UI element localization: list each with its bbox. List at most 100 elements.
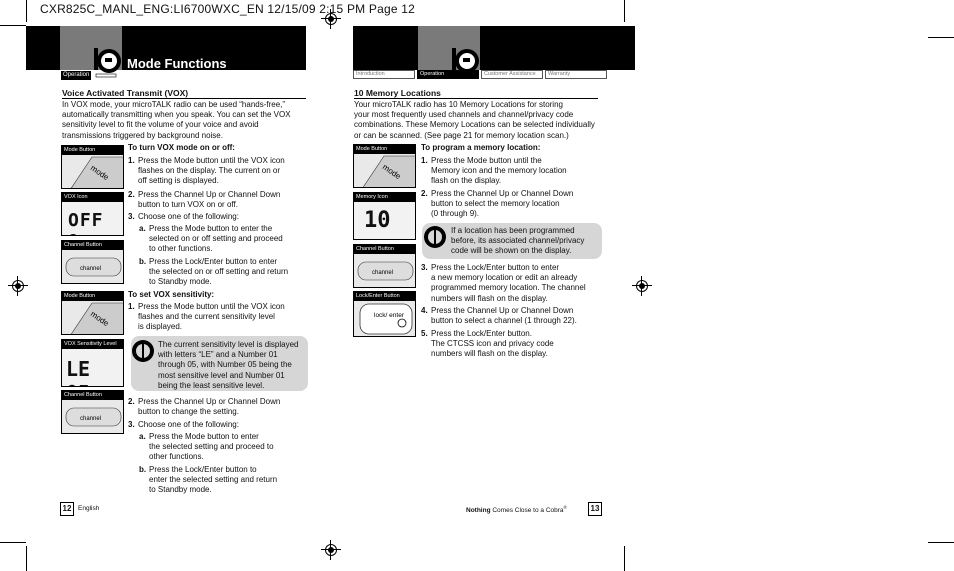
mode-button-icon: mode xyxy=(362,155,415,187)
radio-lock-enter-image: lock/ enter xyxy=(354,301,415,336)
step-number: a. xyxy=(139,432,146,441)
step-line: Press the Mode button until the xyxy=(431,156,542,165)
thumb-mode-button: Mode Button mode xyxy=(61,145,124,189)
svg-text:channel: channel xyxy=(80,266,101,272)
step-line: Press the Lock/Enter button to enter xyxy=(431,263,560,272)
section-tab-label: Operation xyxy=(61,71,92,80)
memory-intro-line: combinations. These Memory Locations can… xyxy=(354,120,595,130)
step-number: 5. xyxy=(421,329,428,338)
thumb-vox-icon: VOX Icon OFF 9 xyxy=(61,192,124,236)
step-line: Press the Channel Up or Channel Down xyxy=(138,190,281,199)
crop-mark xyxy=(26,0,27,22)
svg-text:channel: channel xyxy=(372,270,393,276)
step-line: Memory icon and the memory location xyxy=(431,166,567,176)
step-number: 1. xyxy=(421,156,428,165)
step-item: 1. Press the Mode button until the VOX i… xyxy=(128,156,313,188)
registration-target-icon xyxy=(632,276,652,296)
footer-language: English xyxy=(78,505,100,512)
step-line: flash on the display. xyxy=(431,176,502,186)
lcd-text: LE 05 xyxy=(66,357,91,386)
thumb-label: VOX Sensitivity Level xyxy=(62,340,123,349)
thumb-label: Mode Button xyxy=(62,292,123,301)
radio-channel-button-image: channel xyxy=(62,250,123,283)
step-number: 3. xyxy=(128,420,135,429)
page-number-left: 12 xyxy=(60,502,74,516)
thumb-label: Mode Button xyxy=(354,145,415,154)
step-line: the selected setting and proceed to xyxy=(149,442,274,452)
lcd-memory-display: 10 xyxy=(354,202,415,239)
channel-button-icon: channel xyxy=(65,257,122,277)
memory-intro-line: your most frequently used channels and c… xyxy=(354,110,574,120)
step-item: 1. Press the Mode button until the VOX i… xyxy=(128,302,313,334)
note-line: If a location has been programmed xyxy=(451,226,575,235)
radio-mode-button-image: mode xyxy=(62,155,123,188)
crop-mark xyxy=(0,542,26,543)
registration-target-icon xyxy=(321,540,341,560)
channel-button-icon: channel xyxy=(357,261,414,281)
crop-mark xyxy=(624,546,625,571)
thumb-label: Mode Button xyxy=(62,146,123,155)
vox-section-title: Voice Activated Transmit (VOX) xyxy=(62,88,189,98)
thumb-channel-button: Channel Button channel xyxy=(353,244,416,288)
memory-intro-line: Your microTALK radio has 10 Memory Locat… xyxy=(354,100,563,109)
turn-vox-heading: To turn VOX mode on or off: xyxy=(128,143,235,152)
note-line: through 05, with Number 05 being the xyxy=(158,360,292,370)
step-line: a new memory location or edit an already xyxy=(431,273,578,283)
footer-tagline-mark: ® xyxy=(563,505,567,510)
step-line: the selected on or off setting and retur… xyxy=(149,267,289,277)
lcd-text: 10 xyxy=(364,208,391,233)
crop-mark xyxy=(624,0,625,22)
mode-button-icon: mode xyxy=(70,156,123,188)
radio-mode-button-image: mode xyxy=(354,154,415,187)
step-number: b. xyxy=(139,465,147,474)
memory-section-title: 10 Memory Locations xyxy=(354,88,441,98)
page-number-right: 13 xyxy=(588,502,602,516)
registration-target-icon xyxy=(321,9,341,29)
step-number: 3. xyxy=(128,212,135,221)
lcd-sensitivity-display: LE 05 xyxy=(62,349,123,386)
step-line: Press the Lock/Enter button. xyxy=(431,329,532,338)
step-line: Press the Mode button until the VOX icon xyxy=(138,302,285,311)
thumb-channel-button: Channel Button channel xyxy=(61,390,124,434)
nav-warranty: Warranty xyxy=(545,70,607,79)
radio-channel-button-image: channel xyxy=(354,254,415,287)
step-number: 2. xyxy=(128,397,135,406)
vox-intro-line: sensitivity level to fit the volume of y… xyxy=(62,120,259,130)
step-line: numbers will flash on the display. xyxy=(431,293,548,303)
step-line: programmed memory location. The channel xyxy=(431,283,586,293)
step-item: 5. Press the Lock/Enter button.The CTCSS… xyxy=(421,329,611,361)
section-rule xyxy=(354,98,598,99)
step-number: 1. xyxy=(128,156,135,165)
page-title: Mode Functions xyxy=(127,56,227,71)
crop-mark xyxy=(0,25,26,26)
crop-mark xyxy=(26,546,27,571)
step-line: to Standby mode. xyxy=(149,485,212,495)
step-line: Press the Channel Up or Channel Down xyxy=(431,306,574,315)
registration-target-icon xyxy=(8,276,28,296)
vox-intro-line: In VOX mode, your microTALK radio can be… xyxy=(62,100,286,109)
thumb-label: Channel Button xyxy=(62,241,123,250)
nav-customer-assistance: Customer Assistance xyxy=(481,70,543,79)
thumb-vox-sensitivity: VOX Sensitivity Level LE 05 xyxy=(61,339,124,387)
note-line: most sensitive level and Number 01 xyxy=(158,370,285,380)
thumb-label: Lock/Enter Button xyxy=(354,292,415,301)
footer-tagline: Nothing Comes Close to a Cobra® xyxy=(466,505,567,514)
step-number: 4. xyxy=(421,306,428,315)
lcd-vox-display: OFF 9 xyxy=(62,202,123,235)
radio-channel-button-image: channel xyxy=(62,400,123,433)
note-line: The current sensitivity level is display… xyxy=(158,340,299,349)
memory-intro-line: or can be scanned. (See page 21 for memo… xyxy=(354,130,569,140)
memory-intro: Your microTALK radio has 10 Memory Locat… xyxy=(354,100,614,141)
vox-intro-line: automatically transmitting when you spea… xyxy=(62,110,291,120)
sensitivity-note-text: The current sensitivity level is display… xyxy=(158,340,308,391)
step-number: b. xyxy=(139,257,147,266)
svg-text:channel: channel xyxy=(80,416,101,422)
vox-intro-line: transmissions triggered by background no… xyxy=(62,130,223,140)
thumb-lock-enter-button: Lock/Enter Button lock/ enter xyxy=(353,291,416,337)
